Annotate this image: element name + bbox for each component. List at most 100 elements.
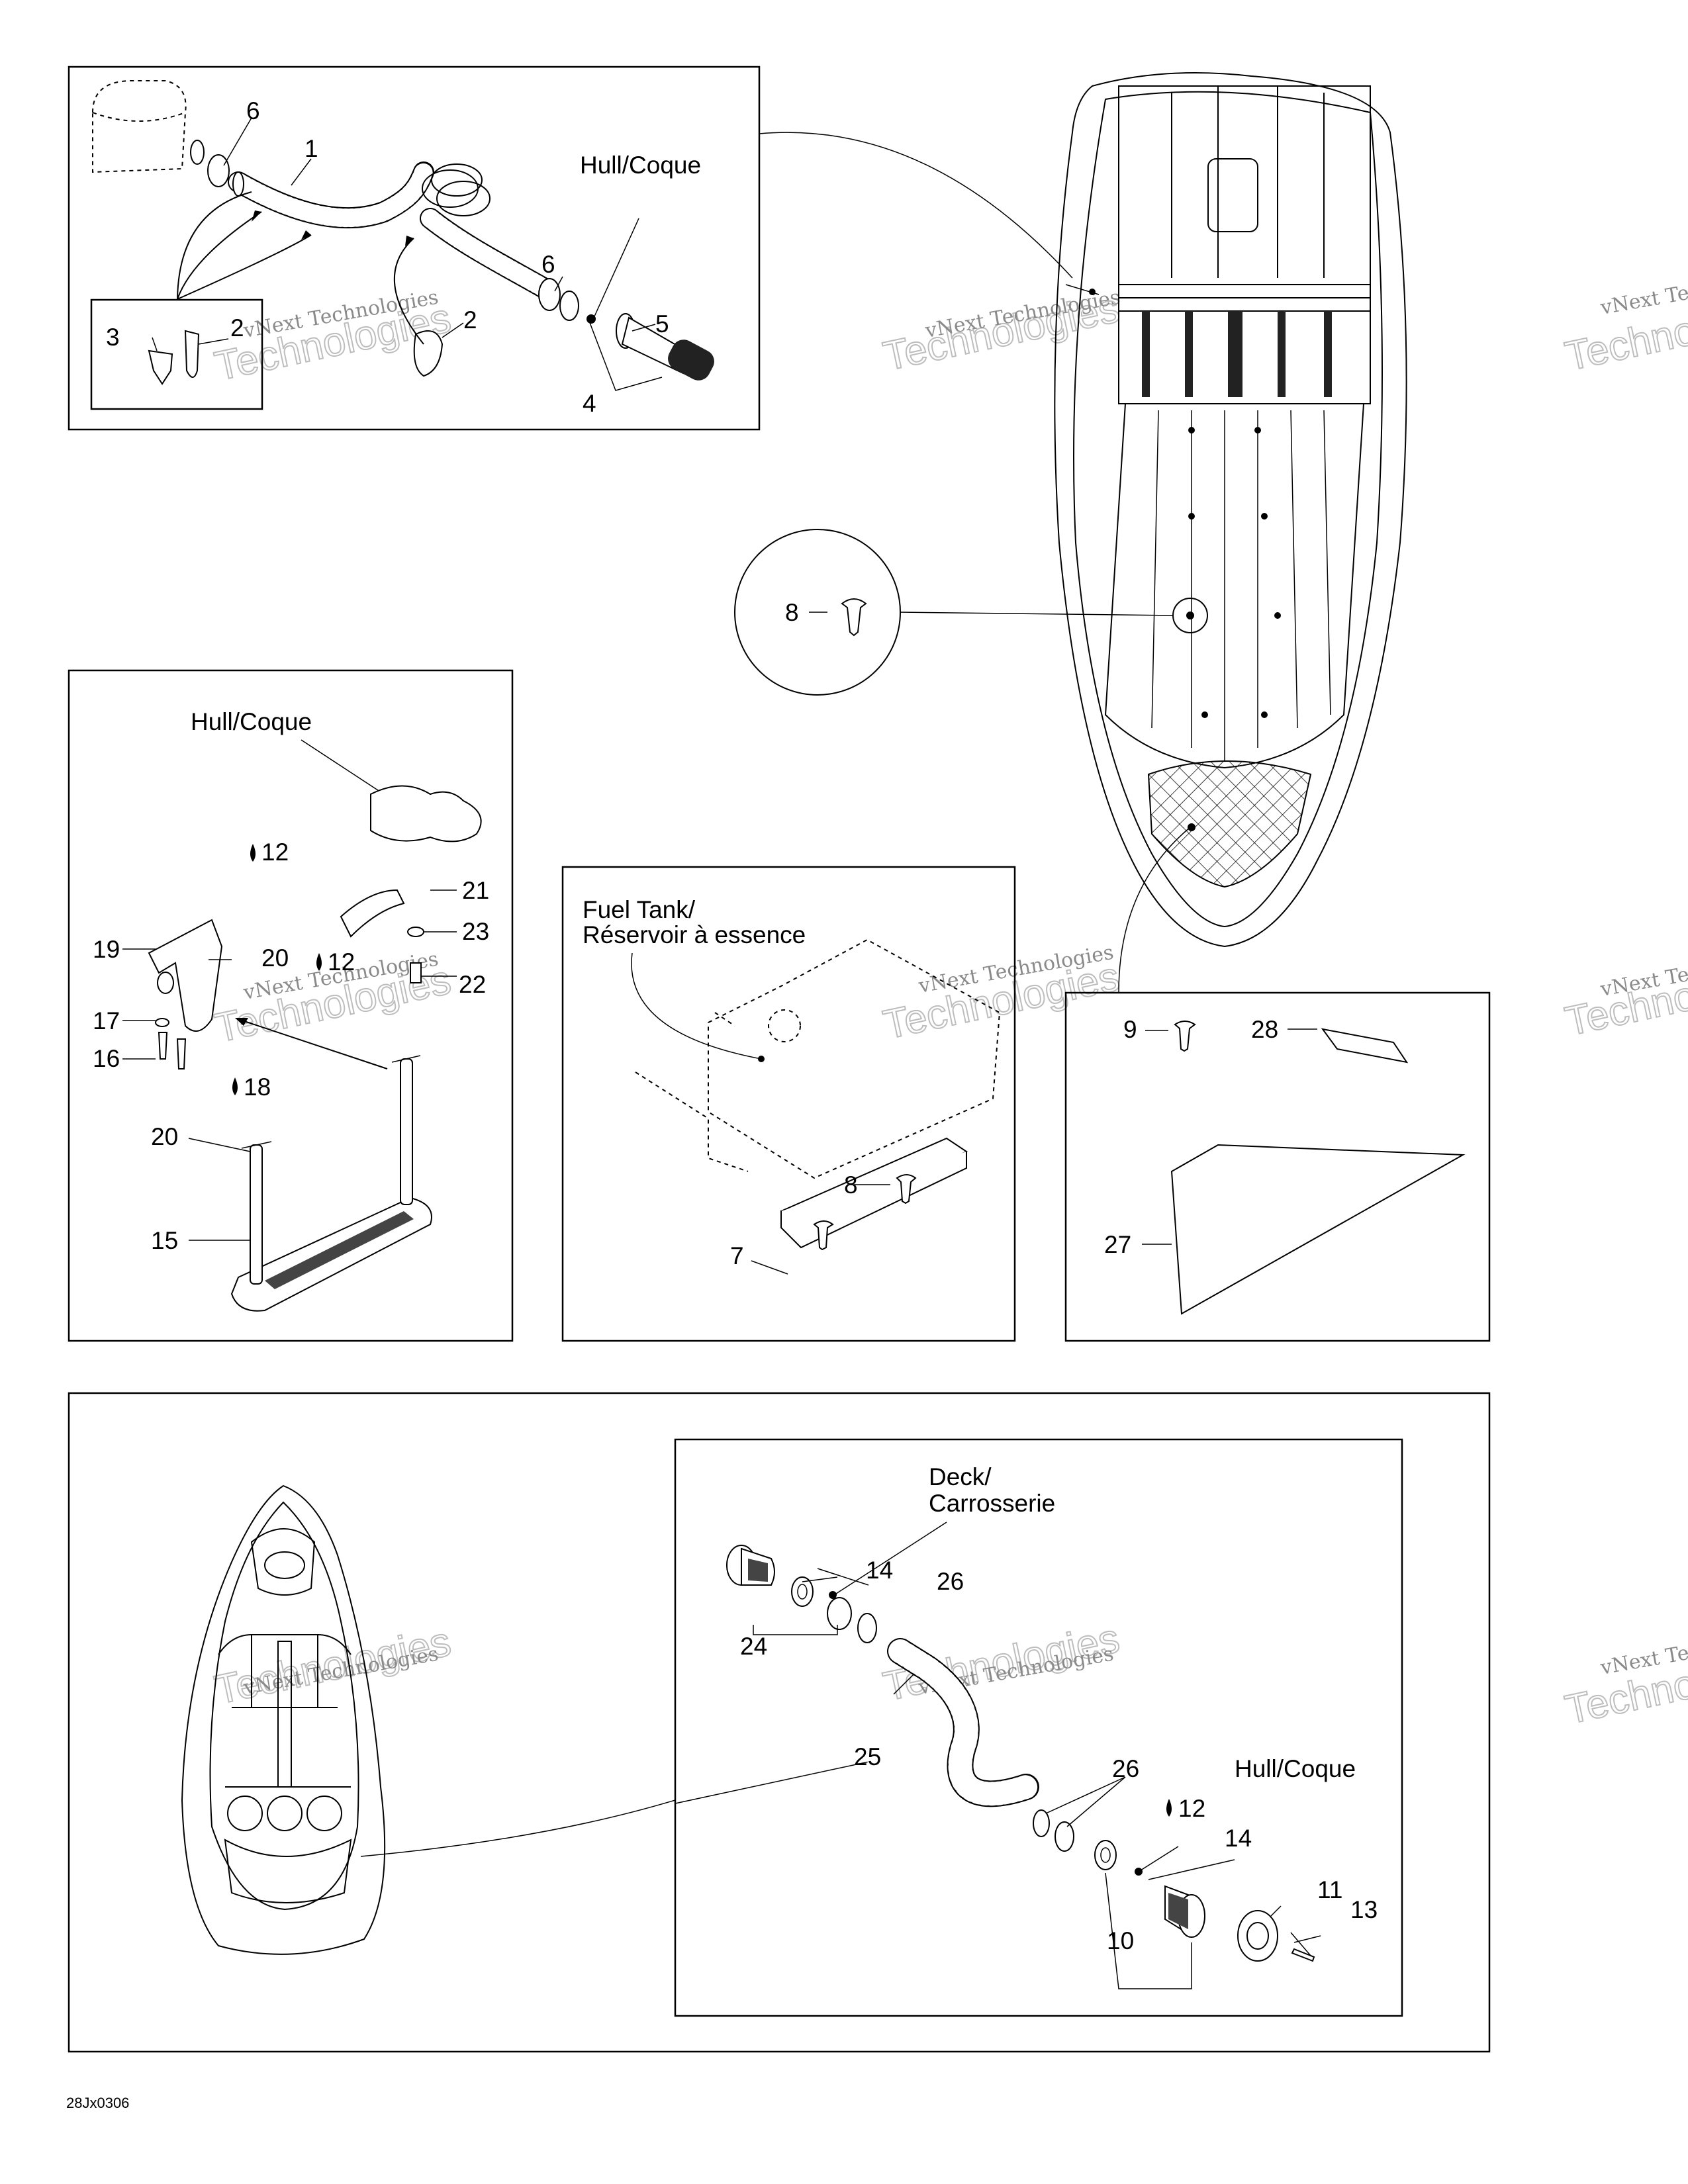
callout-12: 12 <box>261 839 289 866</box>
callout-19: 19 <box>93 936 120 963</box>
panel-frame <box>68 669 514 1342</box>
arrow <box>177 211 262 300</box>
callout-8: 8 <box>844 1171 858 1199</box>
screw <box>176 1038 187 1069</box>
callout-20: 20 <box>261 944 289 972</box>
callout-9: 9 <box>1123 1016 1137 1043</box>
arrow <box>177 191 252 300</box>
callout-8: 8 <box>785 599 799 626</box>
document-code: 28Jx0306 <box>66 2095 129 2111</box>
screw <box>158 1032 168 1060</box>
panel-mats: 9 28 27 <box>1064 991 1491 1342</box>
label-hull: Hull/Coque <box>580 152 701 179</box>
inset-frame <box>90 298 263 410</box>
callout-7: 7 <box>730 1242 744 1269</box>
inset-frame <box>674 1438 1403 2017</box>
callout-23: 23 <box>462 918 489 945</box>
panel-drain-hose: 6 1 Hull/Coque 6 5 4 3 2 2 <box>68 66 761 431</box>
callout-26: 26 <box>1112 1755 1139 1782</box>
callout-18: 18 <box>244 1073 271 1101</box>
watercraft-top-view <box>1054 72 1407 948</box>
callout-26: 26 <box>937 1568 964 1595</box>
screw <box>813 1220 834 1251</box>
callout-12: 12 <box>1178 1795 1205 1822</box>
hull-section <box>370 785 482 842</box>
bolt <box>410 962 422 983</box>
bracket <box>148 919 223 1032</box>
footwell-slats <box>1118 310 1371 404</box>
callout-24: 24 <box>740 1633 767 1660</box>
airbox-outline <box>92 80 187 173</box>
callout-14: 14 <box>1225 1825 1252 1852</box>
tie-wrap <box>184 330 200 378</box>
deck-vent-parts <box>726 1545 1315 1962</box>
callout-20: 20 <box>151 1123 178 1150</box>
callout-13: 13 <box>1350 1896 1378 1923</box>
callout-6: 6 <box>246 97 260 124</box>
panel-brackets: Hull/Coque 12 21 23 12 22 19 20 17 16 <box>68 669 514 1342</box>
callout-6: 6 <box>541 251 555 278</box>
callout-22: 22 <box>459 971 486 998</box>
watermark-large: Technologies <box>1562 950 1688 1045</box>
part-21 <box>340 889 405 938</box>
footrest <box>230 1055 432 1312</box>
callout-1: 1 <box>305 135 318 162</box>
drop-icon <box>232 1077 238 1095</box>
callout-5: 5 <box>655 310 669 338</box>
panel-frame <box>68 66 761 431</box>
washer <box>155 1018 169 1027</box>
callout-10: 10 <box>1107 1927 1134 1954</box>
drain-hose <box>228 161 560 302</box>
callout-14: 14 <box>866 1557 893 1584</box>
callout-4: 4 <box>583 390 596 417</box>
fuel-tank-outline <box>708 938 1001 1179</box>
callout-2: 2 <box>230 314 244 341</box>
callout-11: 11 <box>1317 1876 1342 1903</box>
label-fuel-tank-fr: Réservoir à essence <box>583 921 806 948</box>
clamp <box>538 278 561 311</box>
washer <box>407 927 424 937</box>
panel-deck-vent: Deck/ Carrosserie 14 <box>68 1392 1491 2053</box>
callout-25: 25 <box>854 1743 881 1770</box>
callout-21: 21 <box>462 877 489 904</box>
connector-line <box>360 1799 676 1857</box>
callout-2: 2 <box>463 306 477 334</box>
panel-frame <box>1064 991 1491 1342</box>
detail-circle-8: 8 <box>734 529 1174 696</box>
arrow <box>238 1019 388 1069</box>
part-28 <box>1321 1028 1409 1064</box>
label-fuel-tank: Fuel Tank/ <box>583 896 696 923</box>
label-deck-fr: Carrosserie <box>929 1490 1055 1517</box>
callout-3: 3 <box>106 324 120 351</box>
clamp <box>190 140 205 165</box>
connector-line <box>759 132 1073 279</box>
tie-wrap <box>413 330 444 377</box>
seat-area <box>1118 85 1371 298</box>
panel-fuel-tank: Fuel Tank/ Réservoir à essence 8 7 <box>561 866 1016 1342</box>
callout-27: 27 <box>1104 1231 1131 1258</box>
arrow <box>177 234 312 300</box>
callout-16: 16 <box>93 1045 120 1072</box>
screw <box>1174 1021 1196 1052</box>
drop-icon <box>316 953 322 971</box>
panel-frame <box>68 1392 1491 2053</box>
drop-icon <box>250 844 256 862</box>
watercraft-perspective <box>181 1484 386 1955</box>
screw <box>148 349 173 385</box>
drain-plug <box>616 313 714 381</box>
callout-17: 17 <box>93 1007 120 1034</box>
part-27 <box>1170 1144 1466 1315</box>
arrow <box>393 238 424 345</box>
screw <box>896 1174 917 1205</box>
clamp <box>207 154 230 187</box>
washer <box>559 291 579 321</box>
label-deck: Deck/ <box>929 1463 992 1490</box>
callout-15: 15 <box>151 1227 178 1254</box>
callout-28: 28 <box>1251 1016 1278 1043</box>
label-hull: Hull/Coque <box>1235 1755 1356 1782</box>
connector-line <box>675 1761 868 1804</box>
label-hull: Hull/Coque <box>191 708 312 735</box>
drop-icon <box>1166 1799 1172 1817</box>
panel-frame <box>561 866 1016 1342</box>
